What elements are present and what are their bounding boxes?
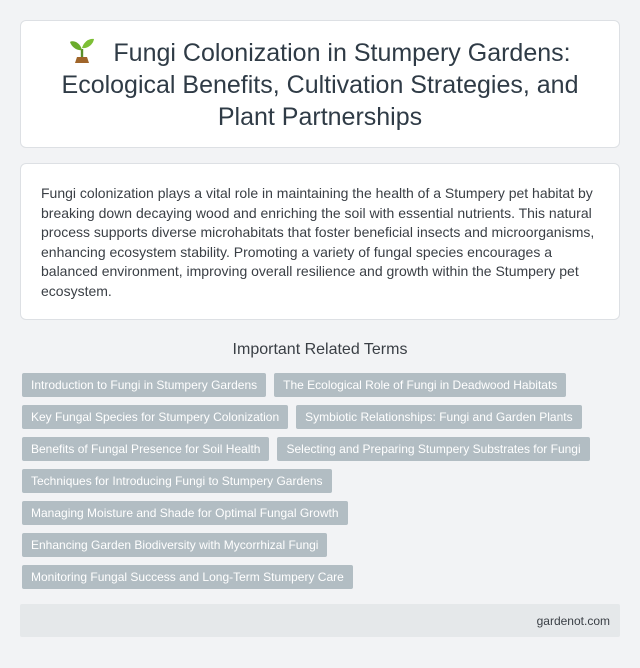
tag-row: Techniques for Introducing Fungi to Stum…: [22, 469, 622, 493]
summary-text: Fungi colonization plays a vital role in…: [41, 185, 595, 299]
term-tag[interactable]: Benefits of Fungal Presence for Soil Hea…: [22, 437, 270, 461]
summary-card: Fungi colonization plays a vital role in…: [20, 163, 620, 320]
footer-site-link[interactable]: gardenot.com: [536, 613, 610, 628]
term-tag[interactable]: Introduction to Fungi in Stumpery Garden…: [22, 373, 267, 397]
term-tag[interactable]: The Ecological Role of Fungi in Deadwood…: [274, 373, 567, 397]
title-card: Fungi Colonization in Stumpery Gardens: …: [20, 20, 620, 148]
tag-row: Benefits of Fungal Presence for Soil Hea…: [22, 437, 622, 461]
tag-row: Key Fungal Species for Stumpery Coloniza…: [22, 405, 622, 429]
related-terms-list: Introduction to Fungi in Stumpery Garden…: [22, 373, 622, 597]
tag-row: Introduction to Fungi in Stumpery Garden…: [22, 373, 622, 397]
term-tag[interactable]: Managing Moisture and Shade for Optimal …: [22, 501, 348, 525]
term-tag[interactable]: Techniques for Introducing Fungi to Stum…: [22, 469, 332, 493]
footer: gardenot.com: [20, 604, 620, 637]
tag-row: Monitoring Fungal Success and Long-Term …: [22, 565, 622, 589]
sprout-icon: [70, 38, 95, 63]
term-tag[interactable]: Monitoring Fungal Success and Long-Term …: [22, 565, 353, 589]
page-title: Fungi Colonization in Stumpery Gardens: …: [39, 36, 601, 133]
term-tag[interactable]: Symbiotic Relationships: Fungi and Garde…: [296, 405, 582, 429]
term-tag[interactable]: Key Fungal Species for Stumpery Coloniza…: [22, 405, 289, 429]
tag-row: Enhancing Garden Biodiversity with Mycor…: [22, 533, 622, 557]
tag-row: Managing Moisture and Shade for Optimal …: [22, 501, 622, 525]
term-tag[interactable]: Selecting and Preparing Stumpery Substra…: [277, 437, 590, 461]
term-tag[interactable]: Enhancing Garden Biodiversity with Mycor…: [22, 533, 328, 557]
page-title-text: Fungi Colonization in Stumpery Gardens: …: [61, 38, 579, 131]
related-terms-heading: Important Related Terms: [232, 341, 408, 358]
